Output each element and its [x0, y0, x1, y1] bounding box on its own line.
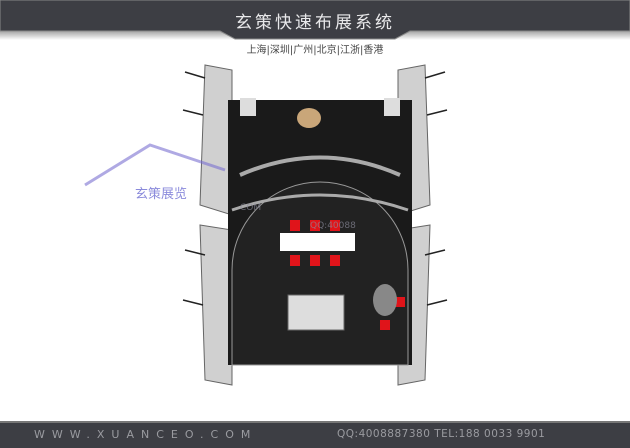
contact-info: QQ:4008887380 TEL:188 0033 9901: [337, 428, 546, 440]
watermark-qq: QQ:40088: [310, 221, 356, 231]
booth-render: 玄策展览 COM QQ:40088: [0, 55, 630, 417]
header-banner: 玄策快速布展系统: [0, 0, 630, 42]
website-url: WWW.XUANCEO.COM: [34, 428, 258, 441]
footer-bar: WWW.XUANCEO.COM QQ:4008887380 TEL:188 00…: [0, 421, 630, 448]
watermark-brand: 玄策展览: [135, 187, 188, 202]
watermark-site: COM: [240, 203, 262, 213]
city-list: 上海|深圳|广州|北京|江浙|香港: [246, 45, 384, 56]
page-title: 玄策快速布展系统: [235, 13, 395, 33]
